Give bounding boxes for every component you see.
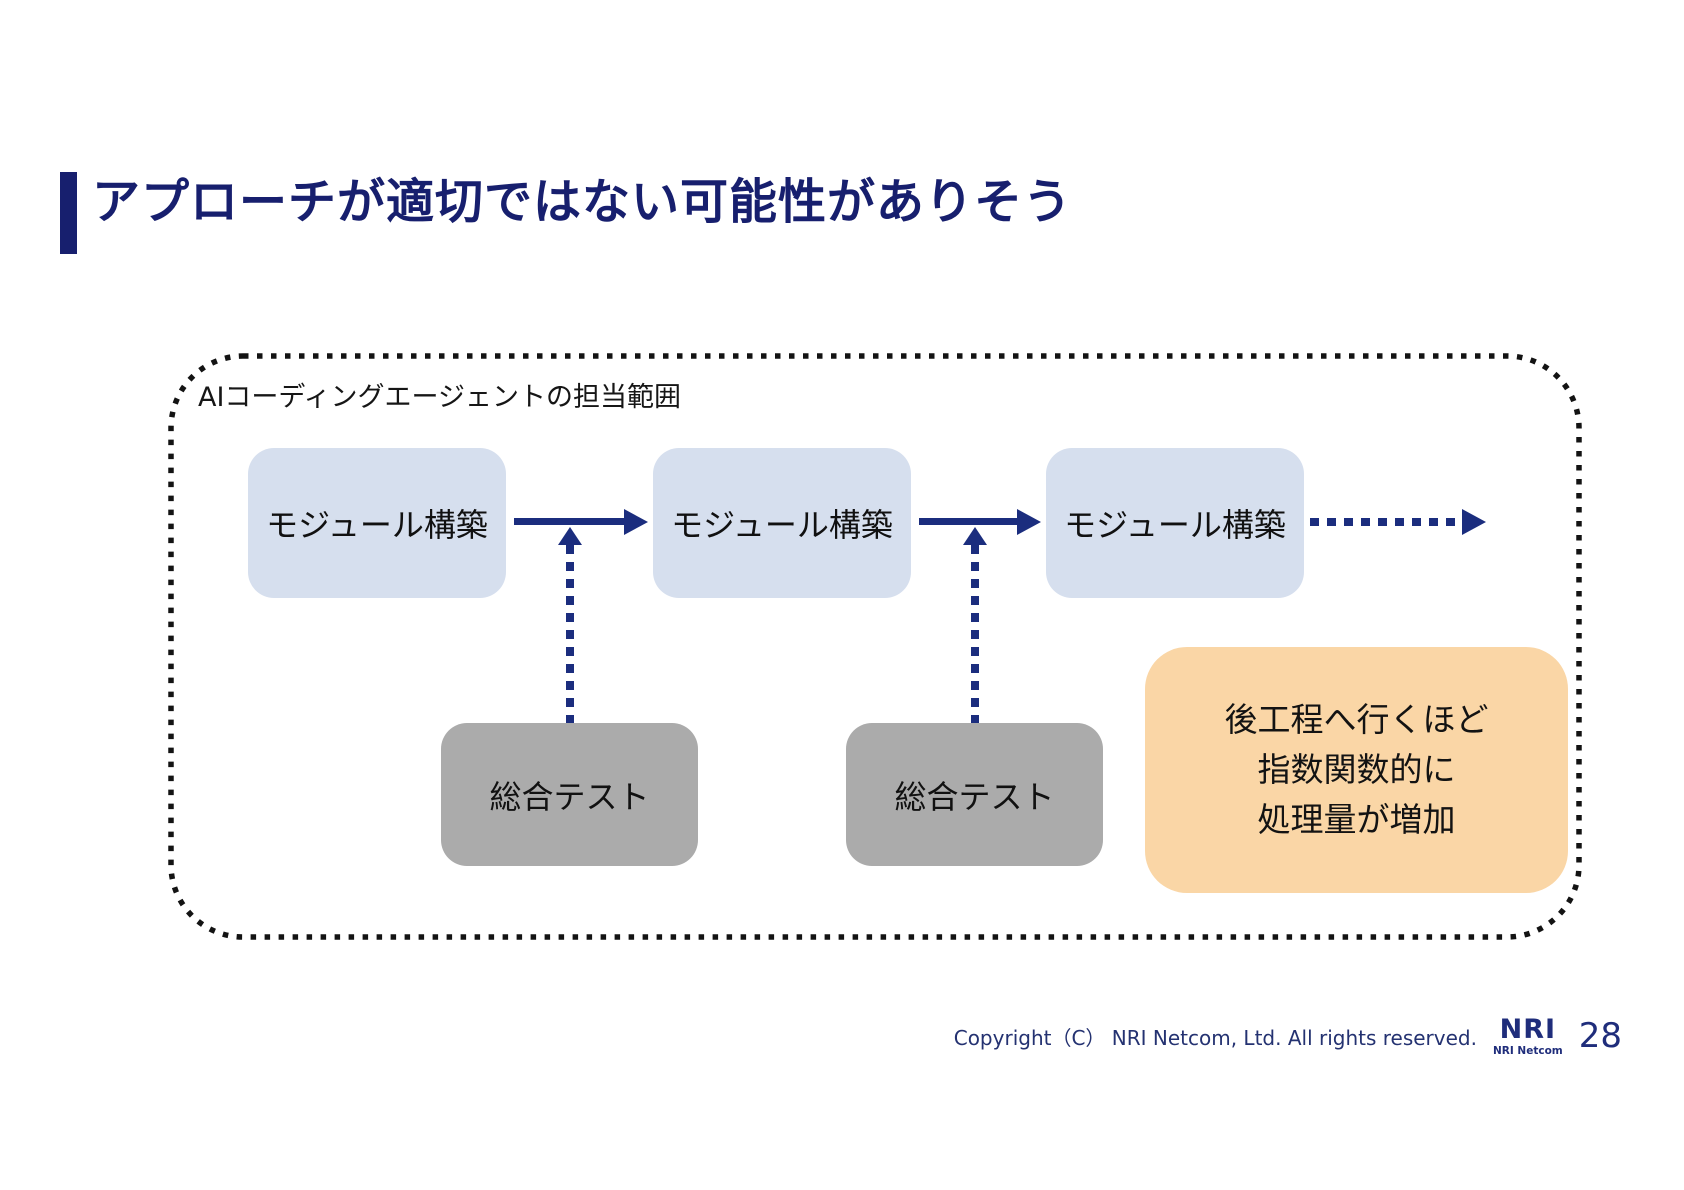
nri-logo-icon: NRI — [1499, 1013, 1557, 1045]
dotted-arrow-up-1-body — [566, 545, 574, 723]
note-line-2: 指数関数的に — [1257, 750, 1456, 789]
page-title: アプローチが適切ではない可能性がありそう — [92, 174, 1073, 230]
module-box-1-label: モジュール構築 — [266, 506, 488, 544]
scope-label: AIコーディングエージェントの担当範囲 — [198, 382, 682, 413]
solid-arrow-2-body — [919, 518, 1017, 525]
nri-netcom-logo: NRI NRI Netcom — [1493, 1016, 1563, 1057]
solid-arrow-2-head-icon — [1017, 509, 1041, 535]
note-box: 後工程へ行くほど 指数関数的に 処理量が増加 — [1145, 647, 1568, 893]
scope-container: AIコーディングエージェントの担当範囲 モジュール構築 モジュール構築 モジュー… — [168, 353, 1582, 940]
test-box-1-label: 総合テスト — [489, 777, 650, 816]
nri-logo-subtext: NRI Netcom — [1492, 1044, 1563, 1057]
dotted-border — [168, 353, 1582, 940]
module-box-3-label: モジュール構築 — [1064, 506, 1286, 544]
dotted-arrow-up-2-body — [971, 545, 979, 723]
module-box-2: モジュール構築 — [653, 448, 911, 598]
solid-arrow-1-body — [514, 518, 624, 525]
test-box-1: 総合テスト — [441, 723, 698, 866]
dotted-arrow-up-2-head-icon — [963, 527, 987, 545]
solid-arrow-1-head-icon — [624, 509, 648, 535]
test-box-2-label: 総合テスト — [894, 777, 1055, 816]
page-number: 28 — [1578, 1016, 1622, 1056]
title-accent-bar — [60, 172, 77, 254]
copyright-text: Copyright（C） NRI Netcom, Ltd. All rights… — [953, 1025, 1477, 1050]
dotted-arrow-right-head-icon — [1462, 509, 1486, 535]
module-box-3: モジュール構築 — [1046, 448, 1304, 598]
dotted-arrow-up-1-head-icon — [558, 527, 582, 545]
module-box-2-label: モジュール構築 — [671, 506, 893, 544]
note-line-1: 後工程へ行くほど — [1224, 700, 1489, 739]
test-box-2: 総合テスト — [846, 723, 1103, 866]
dotted-arrow-right-body — [1310, 518, 1462, 526]
module-box-1: モジュール構築 — [248, 448, 506, 598]
footer: Copyright（C） NRI Netcom, Ltd. All rights… — [0, 1005, 1622, 1067]
note-line-3: 処理量が増加 — [1257, 800, 1456, 839]
